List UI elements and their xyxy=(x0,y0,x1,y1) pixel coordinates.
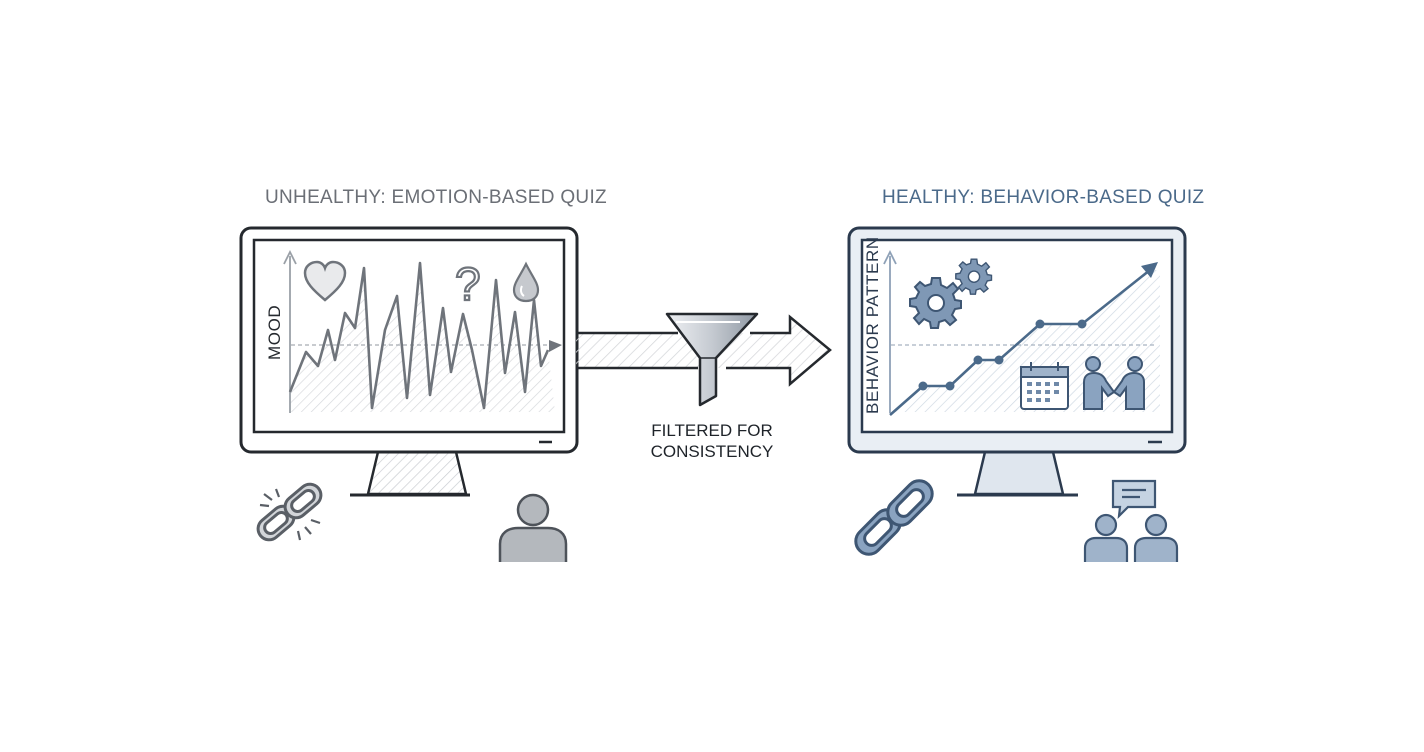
left-chart: MOOD ? xyxy=(265,249,562,413)
data-point xyxy=(1035,319,1045,329)
data-point xyxy=(994,355,1004,365)
data-point xyxy=(973,355,983,365)
two-people-chat-icon xyxy=(1083,479,1179,562)
question-mark-icon: ? xyxy=(455,258,481,310)
data-point xyxy=(945,381,955,391)
broken-chain-icon xyxy=(256,482,323,542)
water-drop-icon xyxy=(512,261,540,303)
filter-caption-line2: CONSISTENCY xyxy=(650,442,774,461)
behavior-axis-label: BEHAVIOR PATTERN xyxy=(863,236,882,414)
mood-axis-label: MOOD xyxy=(265,305,284,360)
filter-caption-line1: FILTERED FOR xyxy=(651,421,773,440)
left-panel-heading: UNHEALTHY: EMOTION-BASED QUIZ xyxy=(265,187,607,208)
data-point xyxy=(918,381,928,391)
mood-line xyxy=(288,261,550,410)
filter-caption: FILTERED FOR CONSISTENCY xyxy=(612,420,812,462)
right-panel-heading: HEALTHY: BEHAVIOR-BASED QUIZ xyxy=(882,187,1205,208)
handshake-icon xyxy=(1083,356,1145,410)
gears-icon xyxy=(909,258,993,329)
calendar-icon xyxy=(1020,362,1069,410)
right-chart: BEHAVIOR PATTERN xyxy=(863,236,1160,416)
funnel-icon xyxy=(665,312,759,407)
chain-link-icon xyxy=(854,479,934,556)
data-point xyxy=(1077,319,1087,329)
heart-icon xyxy=(303,260,347,302)
person-icon xyxy=(498,493,568,562)
